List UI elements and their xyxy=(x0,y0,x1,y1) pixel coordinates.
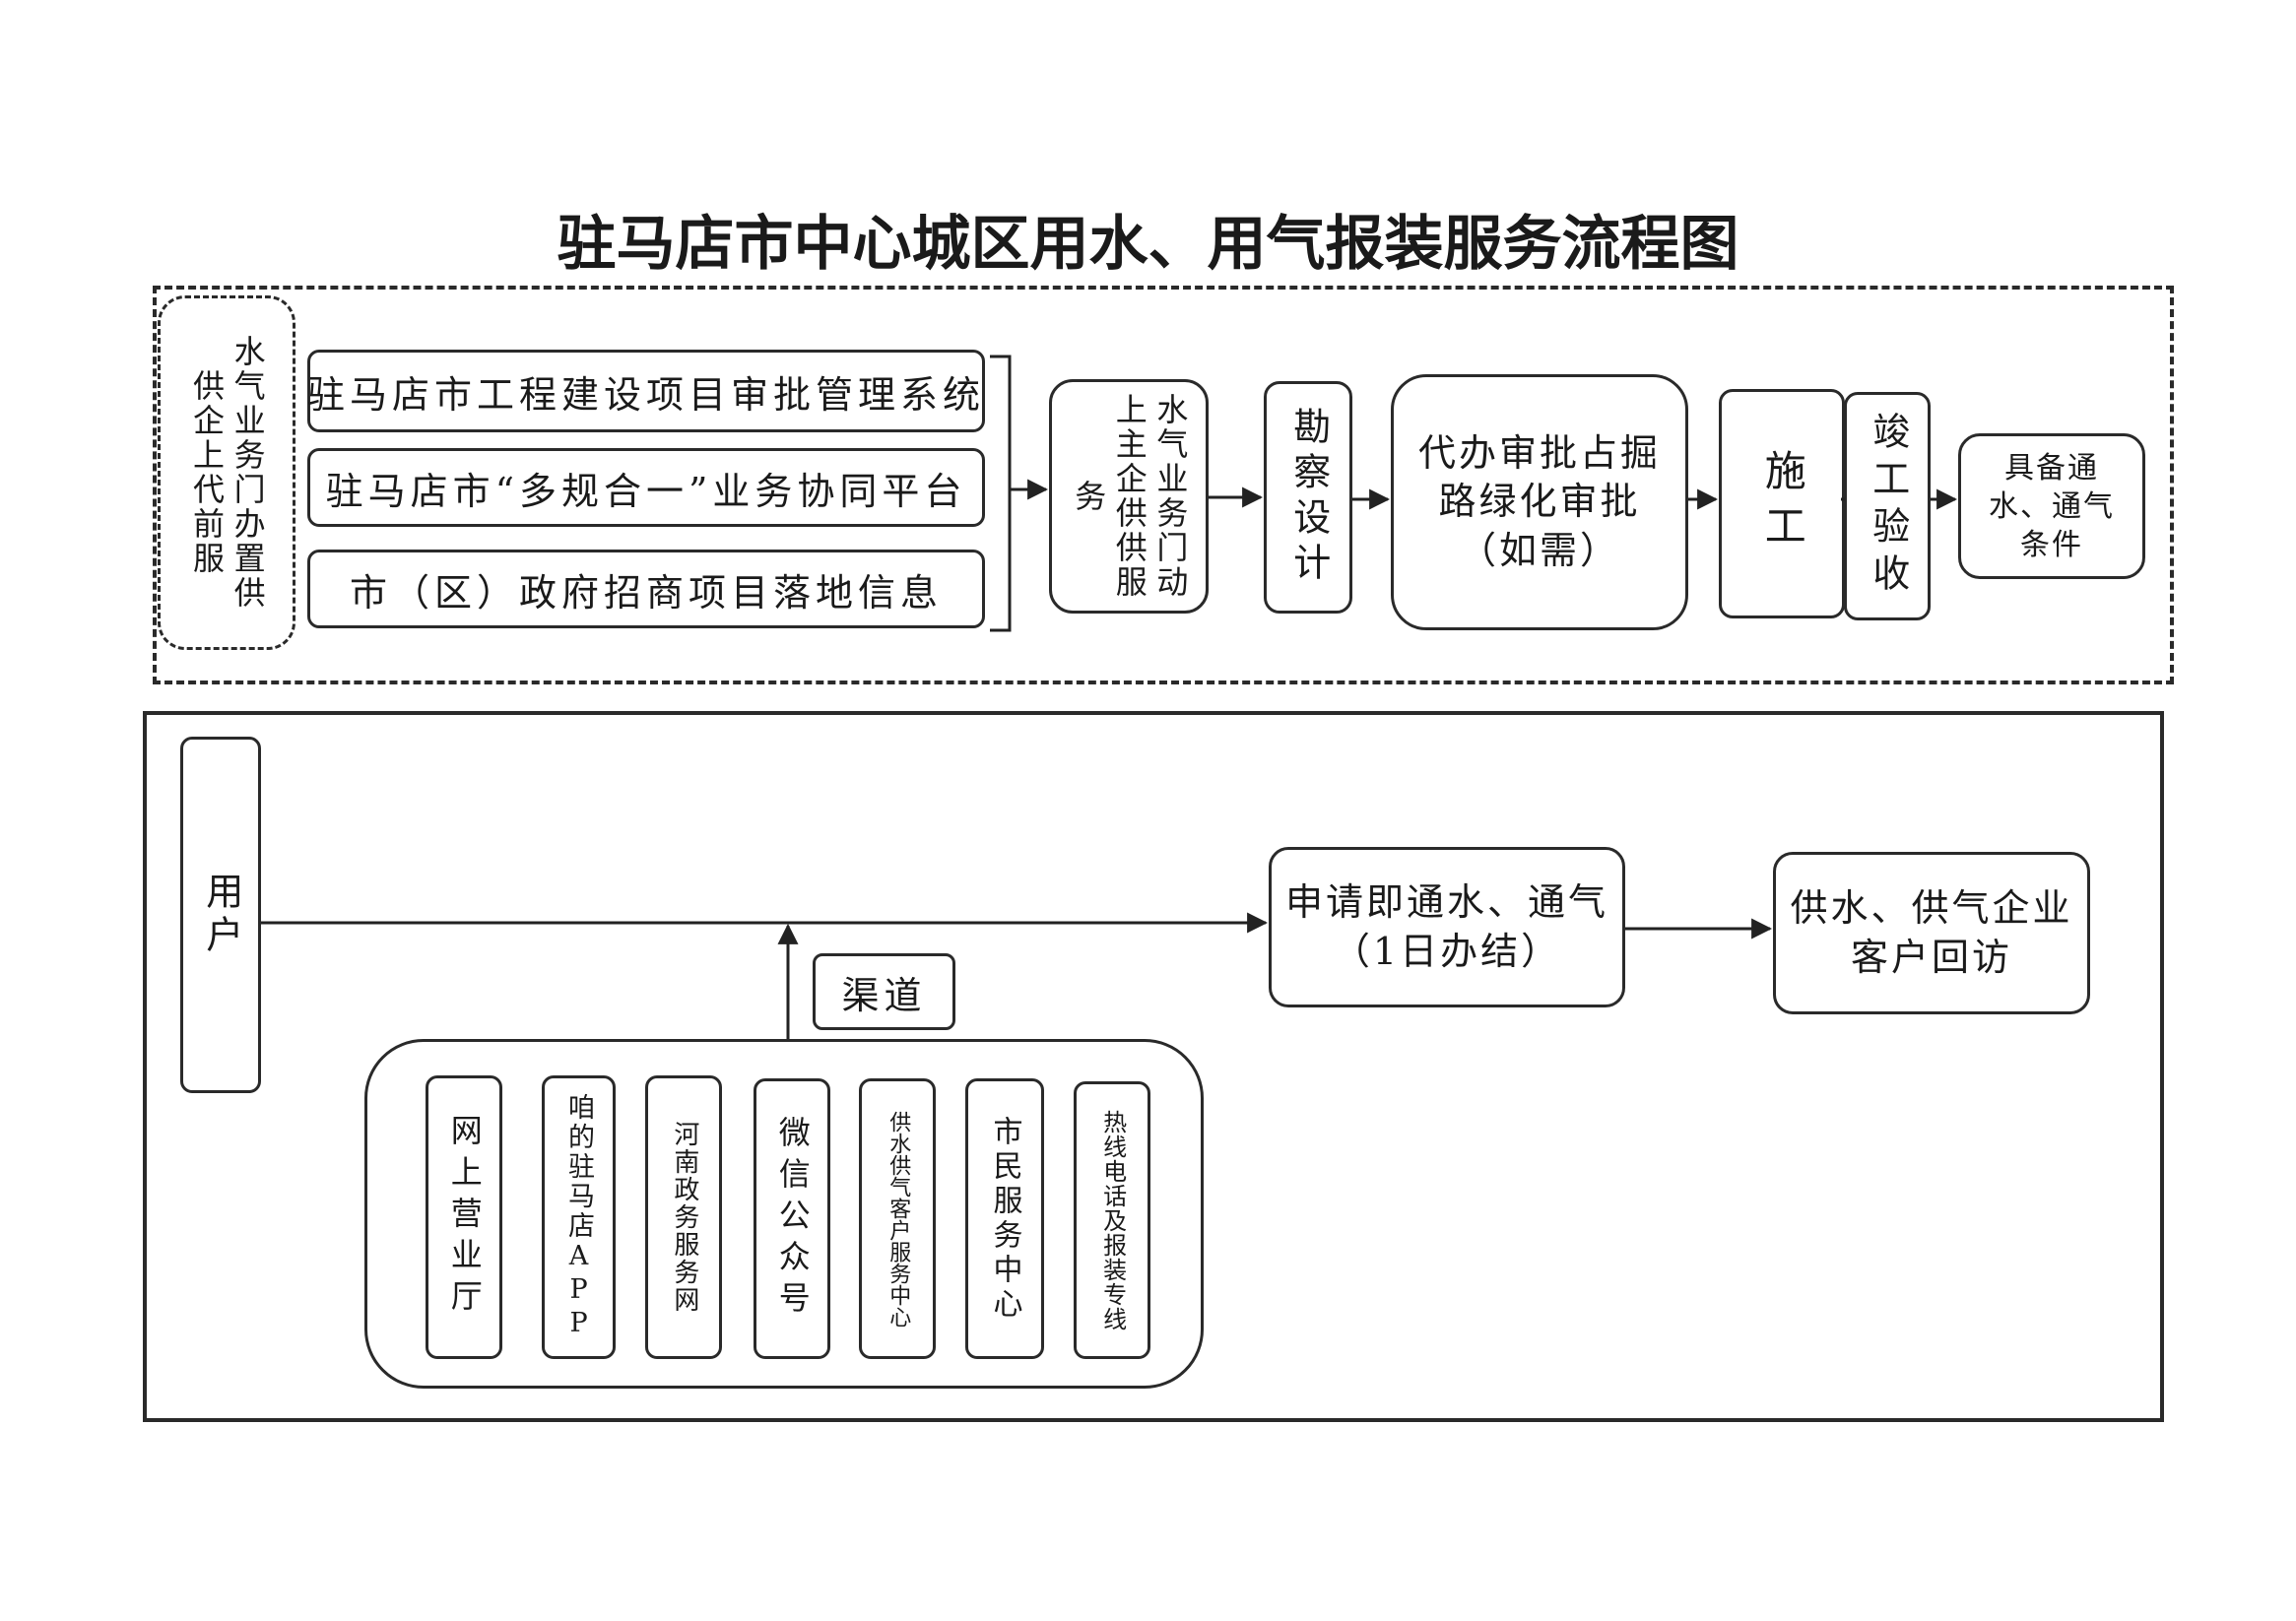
channel-zmd-app-label: 咱的驻马店APP xyxy=(563,1093,595,1341)
platform-multi-plan-label: 驻马店市“多规合一”业务协同平台 xyxy=(325,469,967,513)
channel-citizen-center-label: 市民服务中心 xyxy=(987,1115,1022,1323)
platforms-bracket xyxy=(990,355,1012,632)
construction-box: 施工 xyxy=(1719,389,1845,618)
platform-investment-info: 市（区）政府招商项目落地信息 xyxy=(307,550,985,628)
ready-label: 具备通 水、通气 条件 xyxy=(1989,450,2115,562)
platform-approval-system: 驻马店市工程建设项目审批管理系统 xyxy=(307,350,985,432)
approval-box: 代办审批占掘 路绿化审批 （如需） xyxy=(1391,374,1688,630)
front-service-box: 水气业务门办置供供企上代前服 xyxy=(158,295,295,650)
channel-wechat-label: 微信公众号 xyxy=(773,1115,812,1323)
apply-box: 申请即通水、通气 （1日办结） xyxy=(1269,847,1625,1007)
survey-design-box: 勘察设计 xyxy=(1264,381,1352,614)
top-section-frame xyxy=(153,286,2174,684)
bottom-section-frame xyxy=(143,711,2164,1422)
platform-multi-plan: 驻马店市“多规合一”业务协同平台 xyxy=(307,448,985,527)
visit-label: 供水、供气企业 客户回访 xyxy=(1790,886,2073,979)
approval-label: 代办审批占掘 路绿化审批 （如需） xyxy=(1417,430,1661,572)
survey-design-label: 勘察设计 xyxy=(1286,407,1331,588)
active-service-label: 水气业务门动上主企供供服务 xyxy=(1070,393,1190,600)
apply-label: 申请即通水、通气 （1日办结） xyxy=(1284,880,1608,973)
user-label: 用户 xyxy=(199,872,243,958)
acceptance-box: 竣工验收 xyxy=(1844,392,1931,620)
user-box: 用户 xyxy=(180,737,261,1093)
active-service-box: 水气业务门动上主企供供服务 xyxy=(1049,379,1209,614)
channel-customer-center-label: 供水供气客户服务中心 xyxy=(886,1110,911,1328)
channel-online-hall-label: 网上营业厅 xyxy=(445,1114,484,1321)
channel-wechat: 微信公众号 xyxy=(754,1078,830,1359)
channel-online-hall: 网上营业厅 xyxy=(426,1075,502,1359)
page-title: 驻马店市中心城区用水、用气报装服务流程图 xyxy=(557,210,1739,279)
construction-label: 施工 xyxy=(1758,448,1807,559)
channel-hotline: 热线电话及报装专线 xyxy=(1074,1081,1150,1359)
platform-investment-info-label: 市（区）政府招商项目落地信息 xyxy=(349,570,943,615)
platform-approval-system-label: 驻马店市工程建设项目审批管理系统 xyxy=(307,372,986,417)
visit-box: 供水、供气企业 客户回访 xyxy=(1773,852,2090,1014)
channel-citizen-center: 市民服务中心 xyxy=(965,1078,1044,1359)
channel-customer-center: 供水供气客户服务中心 xyxy=(859,1078,936,1359)
channel-label-box: 渠道 xyxy=(813,953,955,1030)
acceptance-label: 竣工验收 xyxy=(1866,412,1910,601)
channel-henan-gov: 河南政务服务网 xyxy=(645,1075,722,1359)
front-service-label: 水气业务门办置供供企上代前服 xyxy=(188,335,267,611)
channel-hotline-label: 热线电话及报装专线 xyxy=(1098,1109,1127,1331)
ready-box: 具备通 水、通气 条件 xyxy=(1958,433,2145,579)
channel-henan-gov-label: 河南政务服务网 xyxy=(669,1121,699,1314)
channel-label: 渠道 xyxy=(841,973,927,1017)
channel-zmd-app: 咱的驻马店APP xyxy=(542,1075,616,1359)
